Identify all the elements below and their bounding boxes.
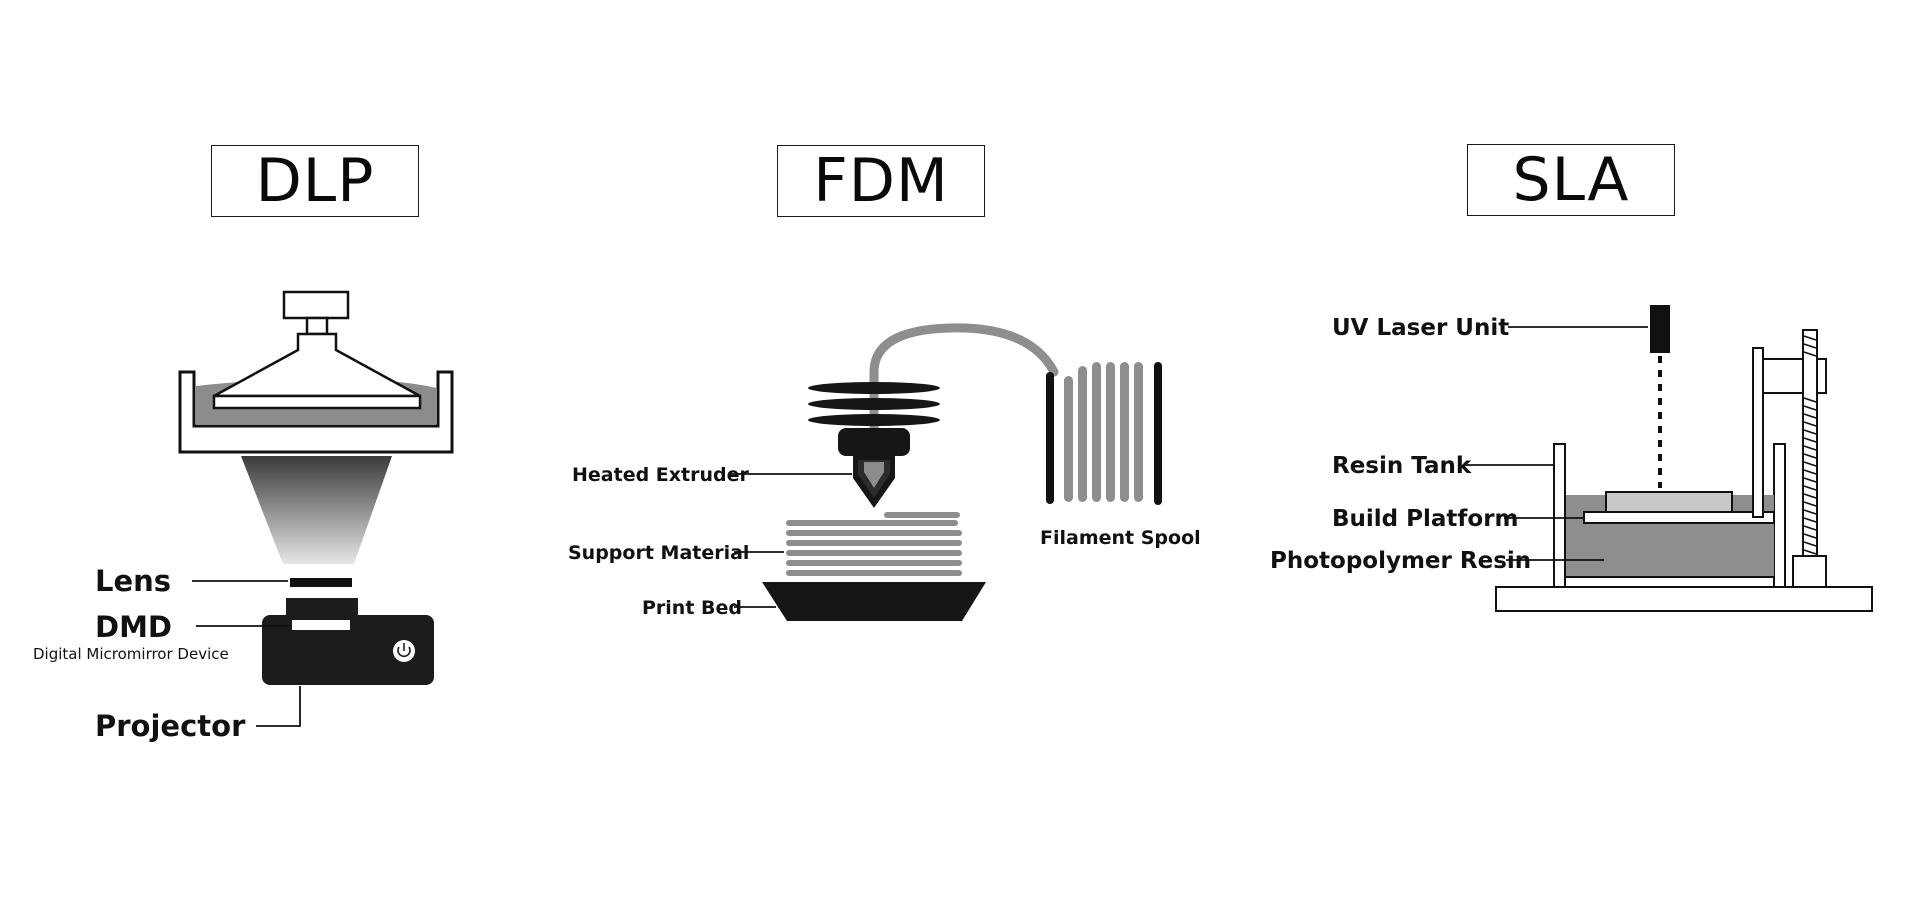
dlp-dmd-label: DMD (95, 610, 172, 644)
dlp-build-head (213, 332, 421, 398)
sla-build-part (1605, 491, 1733, 513)
sla-resin-label: Photopolymer Resin (1270, 548, 1531, 574)
sla-laser-label: UV Laser Unit (1332, 315, 1509, 341)
dlp-projector-label: Projector (95, 709, 246, 743)
sla-title: SLA (1467, 144, 1675, 216)
fdm-spool (1046, 362, 1162, 505)
sla-platform-label: Build Platform (1332, 506, 1519, 532)
sla-tank-label: Resin Tank (1332, 453, 1472, 479)
dlp-title: DLP (211, 145, 419, 217)
sla-tank-left-wall (1553, 443, 1566, 588)
dlp-projector-top (286, 598, 358, 616)
sla-laser-unit (1650, 305, 1670, 353)
dlp-dmd-full-label: Digital Micromirror Device (33, 645, 229, 663)
fdm-heater-block (838, 428, 910, 456)
fdm-filament (869, 323, 1059, 445)
fdm-support-label: Support Material (568, 542, 749, 564)
fdm-spool-label: Filament Spool (1040, 527, 1201, 549)
dlp-lens-label: Lens (95, 564, 171, 598)
fdm-title: FDM (777, 145, 985, 217)
dlp-light-beam (241, 456, 392, 564)
fdm-heatsink-fins (808, 382, 940, 426)
dlp-cap (282, 290, 350, 320)
dlp-vat (178, 370, 454, 454)
power-icon (393, 640, 415, 662)
fdm-diagram: Heated Extruder Support Material Print B… (568, 323, 1201, 621)
sla-build-platform (1583, 511, 1775, 524)
dlp-lens (290, 578, 352, 587)
dlp-cap-neck (305, 316, 329, 336)
fdm-bed-label: Print Bed (642, 597, 742, 619)
sla-base (1495, 586, 1873, 612)
fdm-print-bed (762, 582, 986, 621)
dlp-diagram: Lens DMD Digital Micromirror Device Proj… (33, 290, 454, 743)
sla-tank-right-wall (1773, 443, 1786, 588)
fdm-extruder-label: Heated Extruder (572, 464, 749, 486)
dlp-projector-leader (256, 686, 301, 727)
dlp-build-plate (212, 394, 422, 410)
sla-diagram: UV Laser Unit Resin Tank Build Platform … (1270, 305, 1873, 612)
fdm-support-layers (786, 512, 962, 576)
dlp-projector-body (262, 615, 434, 685)
sla-z-column (1752, 347, 1764, 518)
dlp-dmd-chip (292, 620, 350, 630)
sla-lead-screw (1792, 329, 1827, 588)
